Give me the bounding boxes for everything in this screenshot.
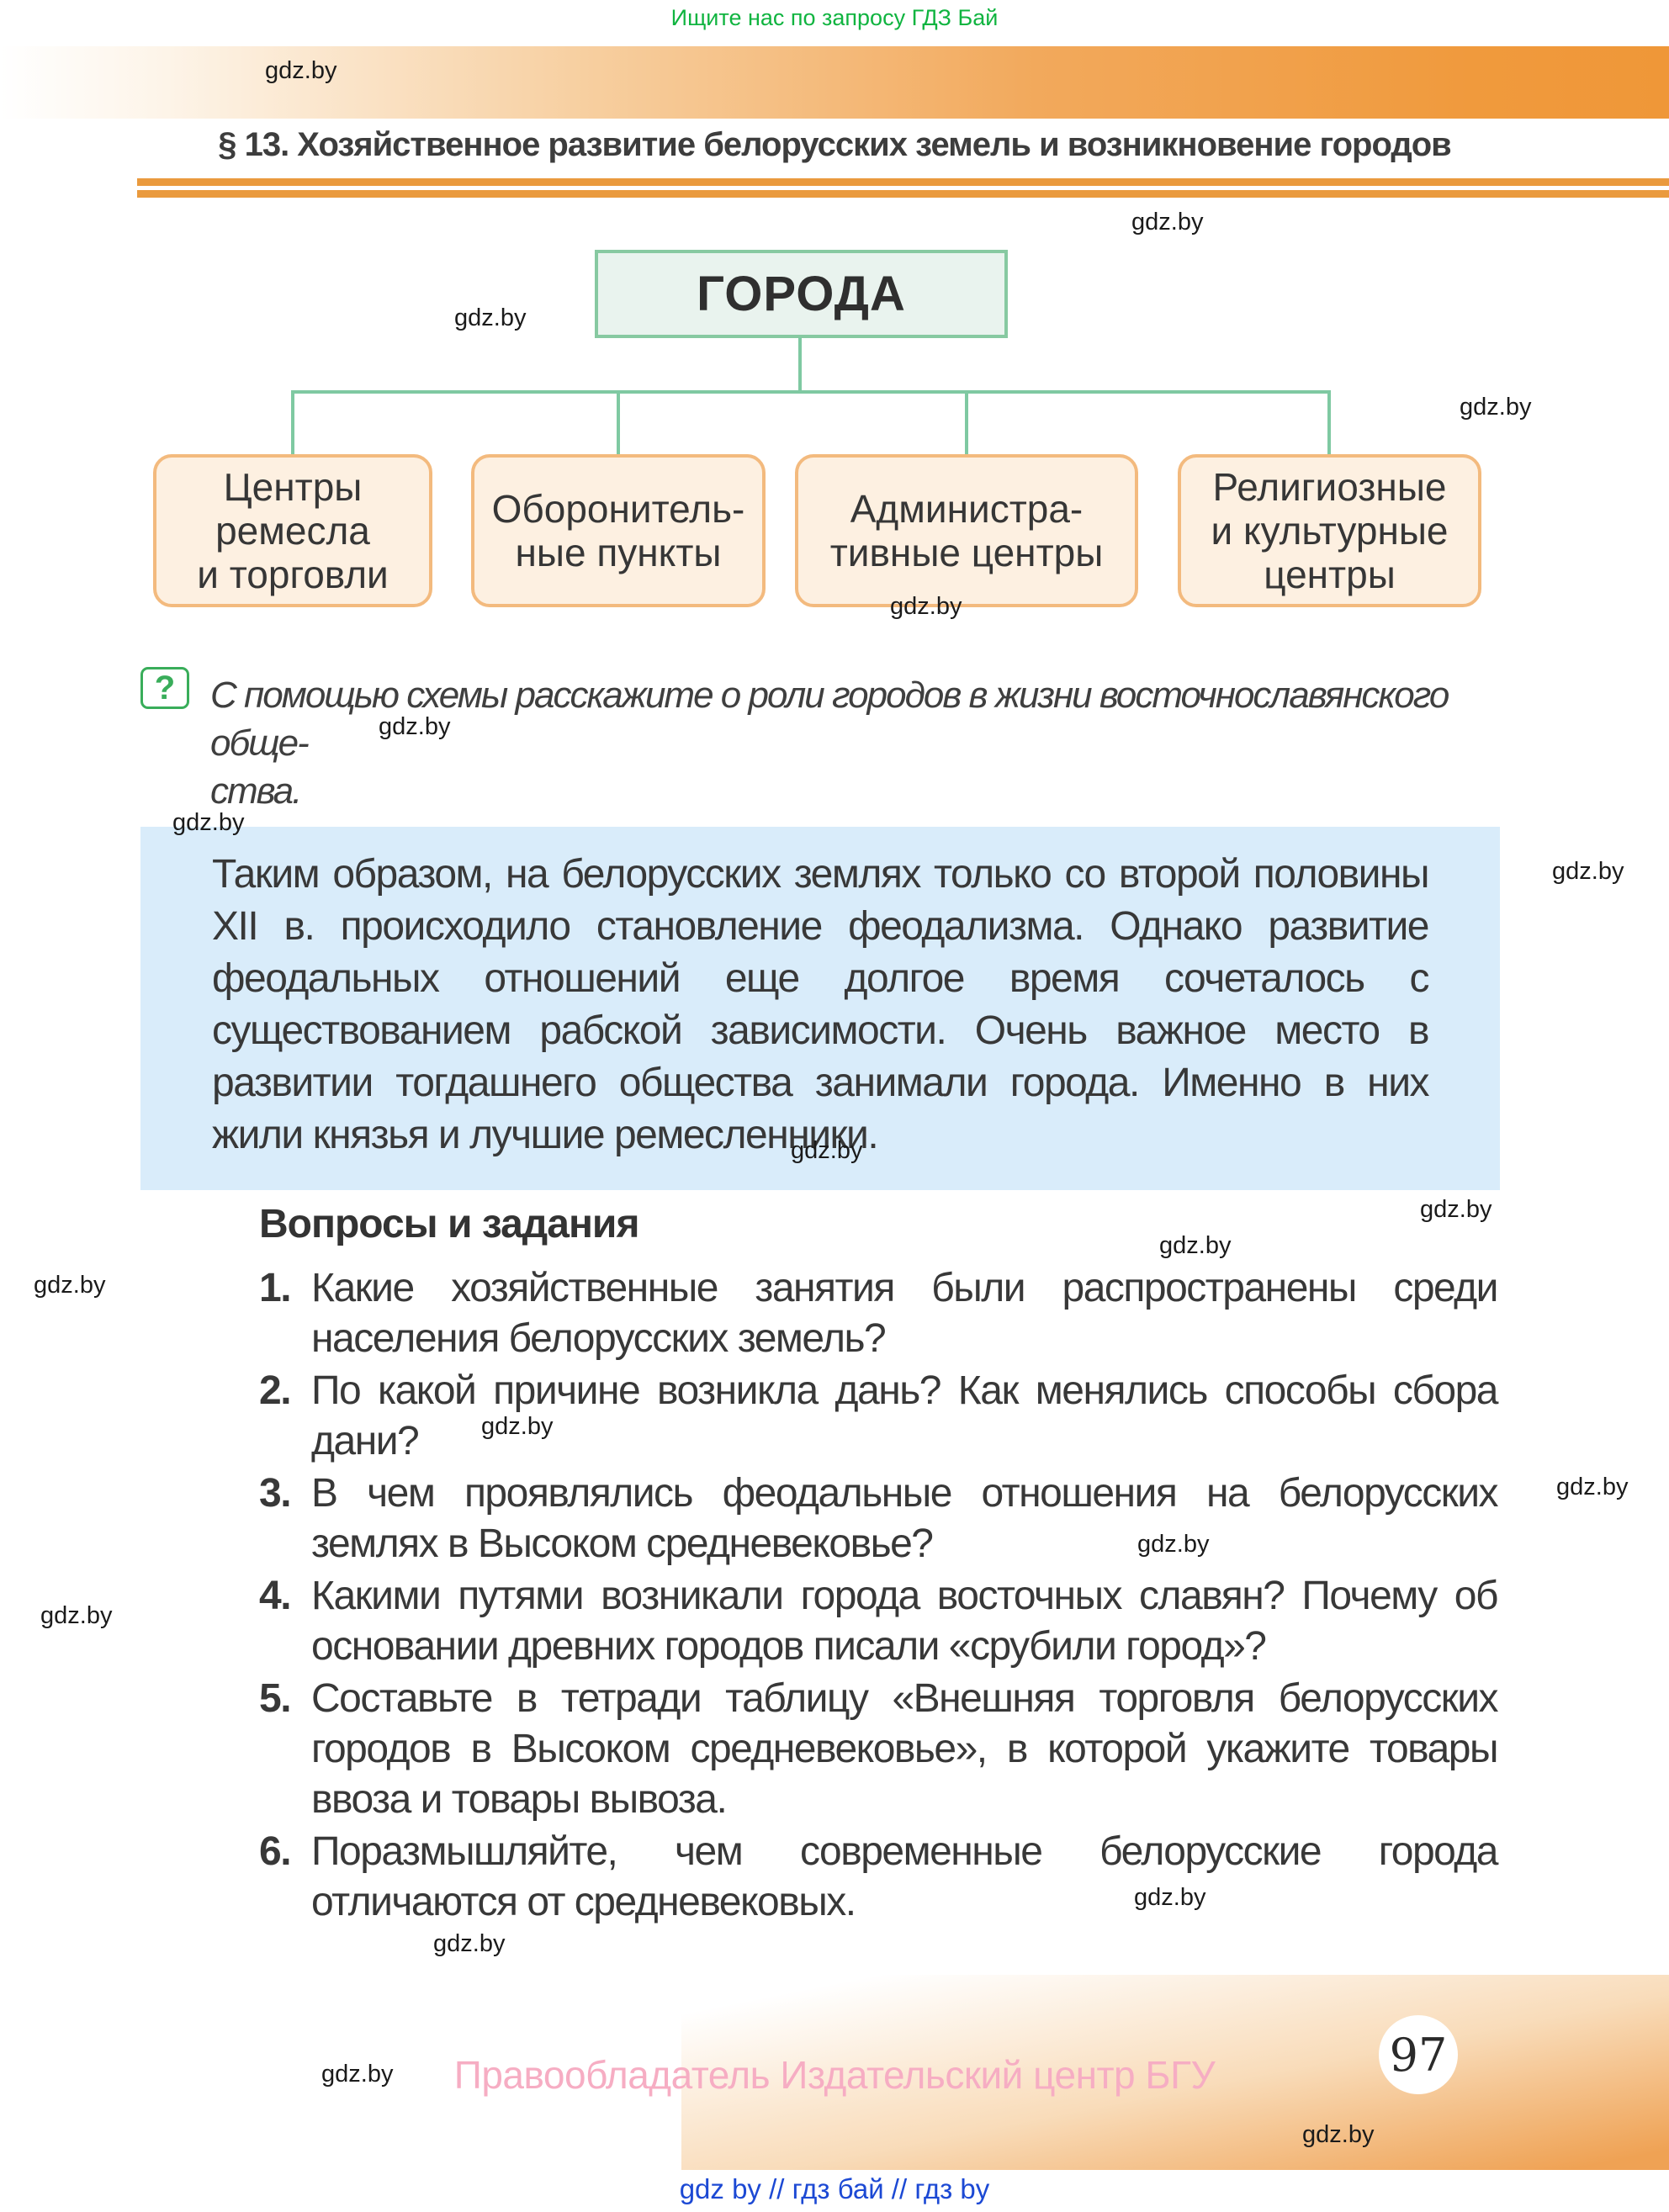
diagram-connector-stub-3 bbox=[965, 392, 968, 456]
diagram-box-religious-cultural: Религиозные и культурные центры bbox=[1178, 454, 1481, 607]
questions-list: 1. Какие хозяйственные занятия были расп… bbox=[259, 1263, 1499, 1929]
gdz-watermark: gdz.by bbox=[1420, 1196, 1492, 1223]
question-number: 2. bbox=[259, 1368, 292, 1413]
diagram-connector-vertical bbox=[798, 337, 802, 392]
diagram-connector-horizontal bbox=[291, 390, 1331, 394]
diagram-task-text: С помощью схемы расскажите о роли городо… bbox=[210, 675, 1449, 812]
diagram-box-craft-trade: Центры ремесла и торговли bbox=[153, 454, 432, 607]
footer-orange-glow bbox=[681, 1975, 1669, 2170]
gdz-watermark: gdz.by bbox=[454, 304, 527, 331]
question-number: 4. bbox=[259, 1574, 292, 1618]
question-text: Какими путями возникали города восточных… bbox=[311, 1574, 1499, 1669]
band-watermark: gdz.by bbox=[265, 57, 337, 84]
page-number-badge: 97 bbox=[1379, 2015, 1458, 2094]
question-number: 6. bbox=[259, 1829, 292, 1874]
gdz-watermark: gdz.by bbox=[433, 1930, 506, 1957]
gdz-watermark: gdz.by bbox=[1302, 2121, 1375, 2148]
gdz-watermark: gdz.by bbox=[1556, 1474, 1629, 1500]
question-item-6: 6. Поразмышляйте, чем современные белору… bbox=[259, 1827, 1499, 1928]
question-text: В чем проявлялись феодальные отношения н… bbox=[311, 1471, 1499, 1566]
title-divider-bottom bbox=[137, 190, 1669, 198]
question-item-2: 2. По какой причине возникла дань? Как м… bbox=[259, 1366, 1499, 1467]
gdz-watermark: gdz.by bbox=[40, 1602, 113, 1629]
question-number: 3. bbox=[259, 1471, 292, 1516]
gdz-watermark: gdz.by bbox=[481, 1413, 554, 1440]
diagram-box-administrative: Администра- тивные центры bbox=[795, 454, 1138, 607]
question-item-3: 3. В чем проявлялись феодальные отношени… bbox=[259, 1468, 1499, 1569]
question-number: 1. bbox=[259, 1266, 292, 1310]
gdz-watermark: gdz.by bbox=[1137, 1531, 1210, 1558]
question-item-4: 4. Какими путями возникали города восточ… bbox=[259, 1571, 1499, 1672]
header-orange-band bbox=[0, 46, 1669, 119]
gdz-watermark: gdz.by bbox=[890, 593, 962, 620]
gdz-watermark: gdz.by bbox=[172, 809, 245, 836]
gdz-watermark: gdz.by bbox=[34, 1272, 106, 1299]
paragraph-title: § 13. Хозяйственное развитие белорусских… bbox=[218, 126, 1452, 163]
diagram-root-box: ГОРОДА bbox=[595, 250, 1008, 338]
question-item-5: 5. Составьте в тетради таблицу «Внешняя … bbox=[259, 1674, 1499, 1825]
top-promo-note: Ищите нас по запросу ГДЗ Бай bbox=[670, 5, 999, 30]
gdz-watermark: gdz.by bbox=[321, 2061, 394, 2088]
page-number: 97 bbox=[1389, 2028, 1448, 2082]
gdz-links[interactable]: gdz by // гдз бай // гдз by bbox=[679, 2173, 990, 2204]
question-number: 5. bbox=[259, 1676, 292, 1721]
copyright-line: Правообладатель Издательский центр БГУ bbox=[453, 2053, 1216, 2097]
questions-heading: Вопросы и задания bbox=[259, 1202, 639, 1246]
gdz-watermark: gdz.by bbox=[379, 713, 451, 740]
question-text: Какие хозяйственные занятия были распрос… bbox=[311, 1266, 1499, 1361]
question-text: По какой причине возникла дань? Как меня… bbox=[311, 1368, 1499, 1463]
gdz-watermark: gdz.by bbox=[1552, 858, 1624, 885]
gdz-watermark: gdz.by bbox=[1460, 394, 1532, 421]
diagram-box-defense: Оборонитель- ные пункты bbox=[471, 454, 766, 607]
gdz-watermark: gdz.by bbox=[1131, 209, 1204, 235]
gdz-watermark: gdz.by bbox=[1134, 1884, 1206, 1911]
diagram-connector-stub-2 bbox=[617, 392, 620, 456]
question-mark-icon: ? bbox=[140, 667, 189, 709]
title-divider-top bbox=[137, 178, 1669, 186]
summary-highlight-box: Таким образом, на белорусских землях тол… bbox=[140, 827, 1500, 1190]
question-text: Поразмышляйте, чем современные белорусск… bbox=[311, 1829, 1499, 1924]
diagram-connector-stub-1 bbox=[291, 392, 294, 456]
gdz-watermark: gdz.by bbox=[1159, 1232, 1232, 1259]
gdz-watermark: gdz.by bbox=[791, 1137, 863, 1164]
question-text: Составьте в тетради таблицу «Внешняя тор… bbox=[311, 1676, 1499, 1822]
diagram-connector-stub-4 bbox=[1327, 392, 1331, 456]
question-item-1: 1. Какие хозяйственные занятия были расп… bbox=[259, 1263, 1499, 1364]
